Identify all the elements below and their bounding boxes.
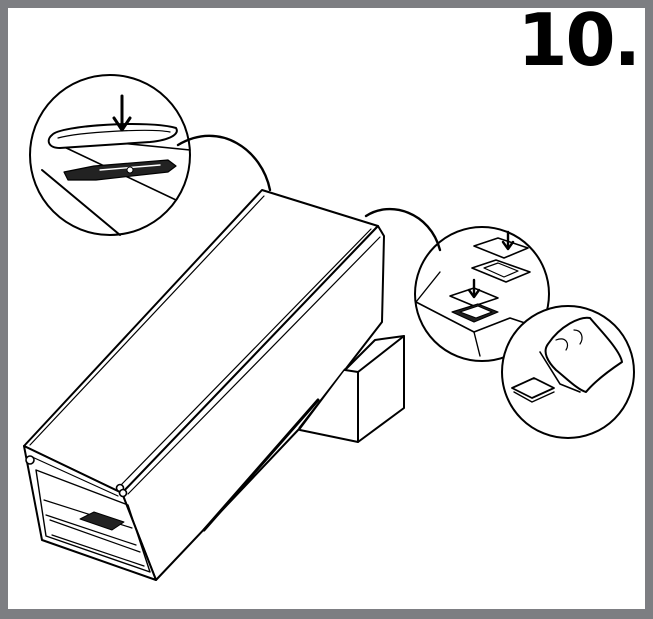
detail-circle-adhesive-pad xyxy=(364,207,550,362)
detail-circle-foot-pad xyxy=(29,74,272,236)
support-block xyxy=(299,335,405,443)
cabinet-body xyxy=(23,189,385,581)
detail-circle-peel-backing xyxy=(501,305,635,439)
step-number: 10. xyxy=(517,0,641,82)
